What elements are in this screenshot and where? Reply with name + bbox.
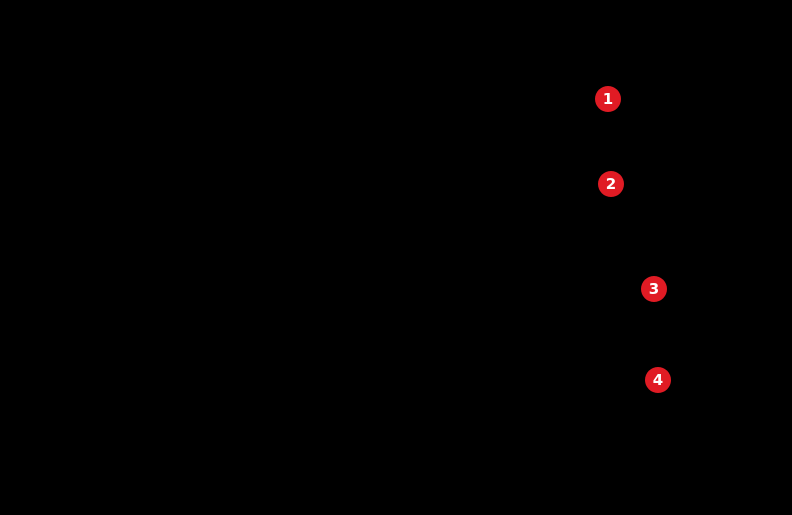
annotation-badge-1: 1: [595, 86, 621, 112]
annotation-badge-2: 2: [598, 171, 624, 197]
annotation-badge-4: 4: [645, 367, 671, 393]
annotation-badge-3: 3: [641, 276, 667, 302]
